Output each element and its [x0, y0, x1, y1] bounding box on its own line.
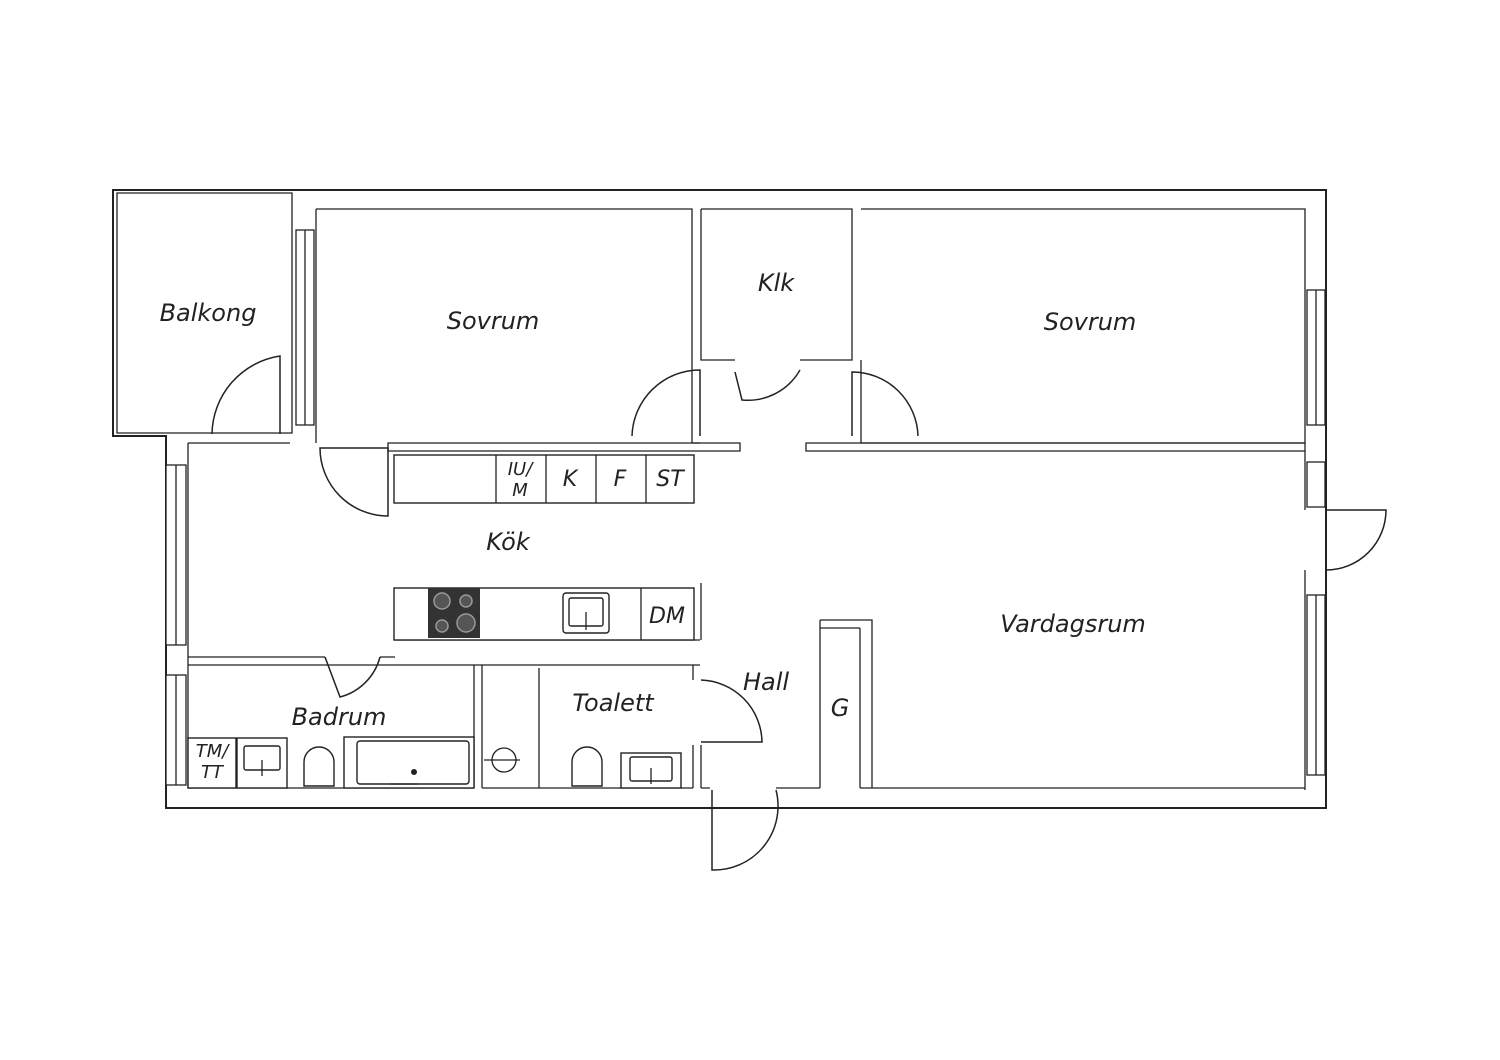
door-klk-left [631, 369, 701, 437]
balcony [211, 355, 281, 435]
k-label: K [563, 467, 579, 492]
door-sovrum-left [319, 447, 389, 517]
iu-label-top: IU/ [508, 459, 534, 480]
tm-label-top: TM/ [196, 741, 231, 762]
room-label-sovrum-right: Sovrum [1044, 308, 1137, 336]
room-label-klk: Klk [758, 269, 795, 297]
kitchen-upper-cabinets: IU/ M K F ST [393, 454, 695, 504]
toilet-icon [303, 746, 335, 787]
door-klk [734, 369, 801, 402]
room-label-kok: Kök [486, 528, 531, 556]
doors [319, 369, 1387, 871]
toilet-icon [571, 746, 603, 787]
sink-icon [236, 737, 288, 789]
f-label: F [614, 467, 627, 492]
tm-label-bottom: TT [201, 762, 225, 783]
iu-label-bottom: M [512, 480, 528, 501]
room-label-sovrum-left: Sovrum [447, 307, 540, 335]
door-bath [324, 656, 381, 698]
shower-icon [484, 668, 540, 788]
kitchen-counter: DM [393, 587, 695, 641]
door-sovrum-right [851, 371, 919, 437]
room-label-balkong: Balkong [160, 299, 257, 327]
balcony-door [211, 355, 281, 435]
closet-label-g: G [831, 694, 850, 722]
bathtub-icon [343, 736, 475, 789]
door-entrance [711, 789, 779, 871]
room-label-vardagsrum: Vardagsrum [1000, 610, 1146, 638]
room-label-toalett: Toalett [572, 689, 655, 717]
windows [165, 229, 1326, 786]
toilet-room-fixtures [484, 668, 682, 789]
sink-icon [620, 752, 682, 789]
sink-icon [562, 592, 610, 634]
bathroom-fixtures: TM/ TT [187, 736, 475, 789]
room-label-badrum: Badrum [292, 703, 387, 731]
st-label: ST [656, 467, 685, 492]
dm-label: DM [649, 604, 685, 629]
room-label-hall: Hall [743, 668, 789, 696]
stove-icon [428, 588, 480, 638]
door-toilet [700, 679, 763, 743]
door-exterior-right [1325, 509, 1387, 571]
room-labels: Balkong Sovrum Klk Sovrum Kök Vardagsrum… [160, 269, 1146, 731]
